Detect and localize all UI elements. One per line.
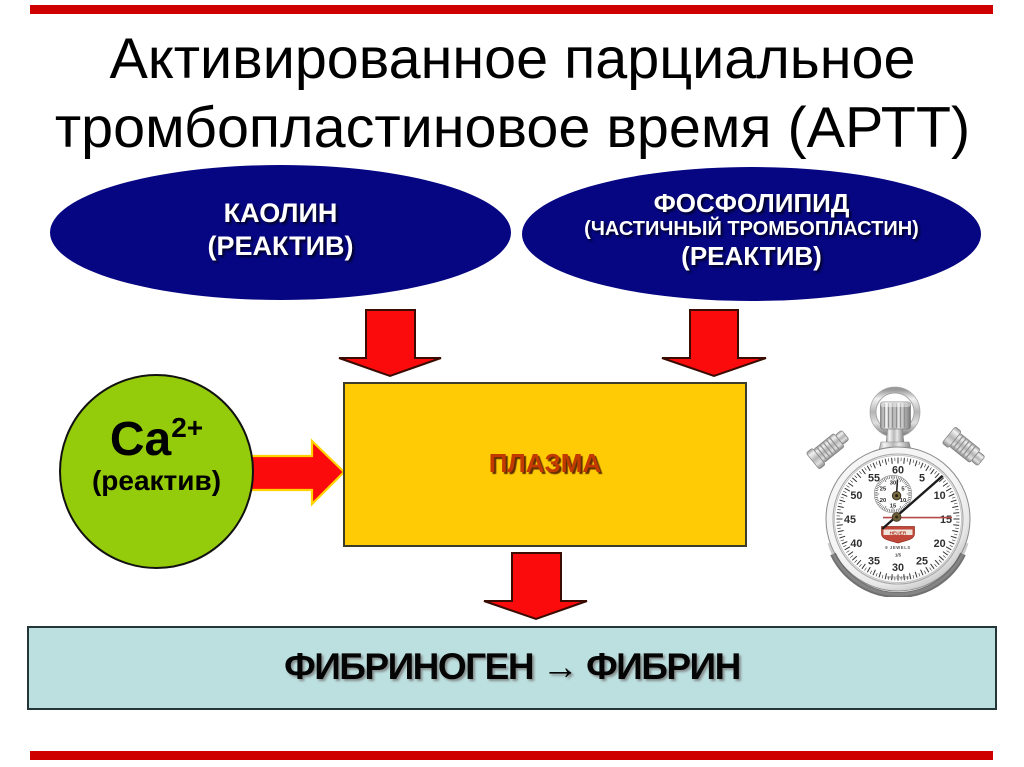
svg-text:1/5: 1/5 <box>895 553 902 558</box>
svg-text:60: 60 <box>892 465 904 477</box>
svg-text:30: 30 <box>890 481 896 487</box>
svg-text:HEUER: HEUER <box>890 530 907 536</box>
svg-text:35: 35 <box>868 556 880 568</box>
svg-text:40: 40 <box>850 538 862 550</box>
svg-text:25: 25 <box>916 556 928 568</box>
svg-text:20: 20 <box>880 498 886 504</box>
svg-text:45: 45 <box>844 514 856 526</box>
svg-text:5: 5 <box>919 472 925 484</box>
svg-text:9 JEWELS: 9 JEWELS <box>885 545 911 550</box>
svg-text:15: 15 <box>940 514 952 526</box>
svg-text:10: 10 <box>934 490 946 502</box>
svg-text:50: 50 <box>850 490 862 502</box>
svg-text:15: 15 <box>890 504 897 510</box>
svg-text:10: 10 <box>900 498 906 504</box>
svg-text:5: 5 <box>901 487 905 493</box>
svg-text:30: 30 <box>892 562 904 574</box>
svg-text:25: 25 <box>880 487 887 493</box>
svg-text:SWISS MADE: SWISS MADE <box>887 576 911 580</box>
svg-text:55: 55 <box>868 472 880 484</box>
svg-text:20: 20 <box>934 538 946 550</box>
